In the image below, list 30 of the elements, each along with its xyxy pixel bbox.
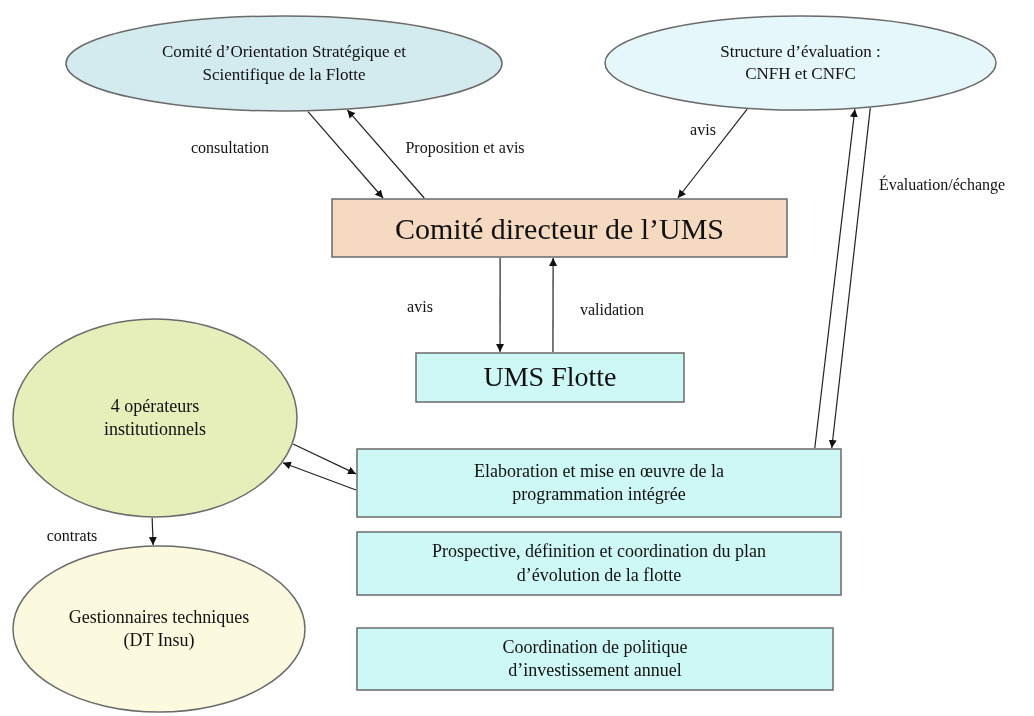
arrow [307,111,384,199]
task-box [356,531,842,596]
node-label: Elaboration et mise en œuvre de la programmation intégrée [473,459,725,506]
operators-ellipse [12,318,298,518]
committee-ellipse [65,15,503,112]
arrow [282,461,357,491]
arrow [496,257,505,353]
node-label: Comité directeur de l’UMS [394,210,725,247]
node-label: Prospective, définition et coordination du plan d’évolution de la flotte [431,540,767,587]
arrow [346,109,425,199]
edge-label: Évaluation/échange [876,176,1008,194]
steering-committee-box [331,198,788,258]
node-label: Comité d’Orientation Stratégique et Scientifique de la Flotte [160,41,408,86]
node-label: UMS Flotte [483,360,617,395]
arrow [814,108,858,449]
evaluation-ellipse [604,15,997,111]
node-label: 4 opérateurs institutionnels [103,394,207,441]
arrow [148,517,157,546]
task-box [356,627,834,691]
node-label: Gestionnaires techniques (DT Insu) [67,605,251,652]
arrow [828,107,871,449]
managers-ellipse [12,545,306,713]
ums-box [415,352,685,403]
arrow [677,108,748,199]
arrow [549,257,558,353]
arrow [292,443,357,475]
node-label: Coordination de politique d’investissement annuel [501,635,689,682]
edge-label: Proposition et avis [403,139,527,157]
node-label: Structure d’évaluation : CNFH et CNFC [719,40,882,85]
task-box [356,448,842,518]
